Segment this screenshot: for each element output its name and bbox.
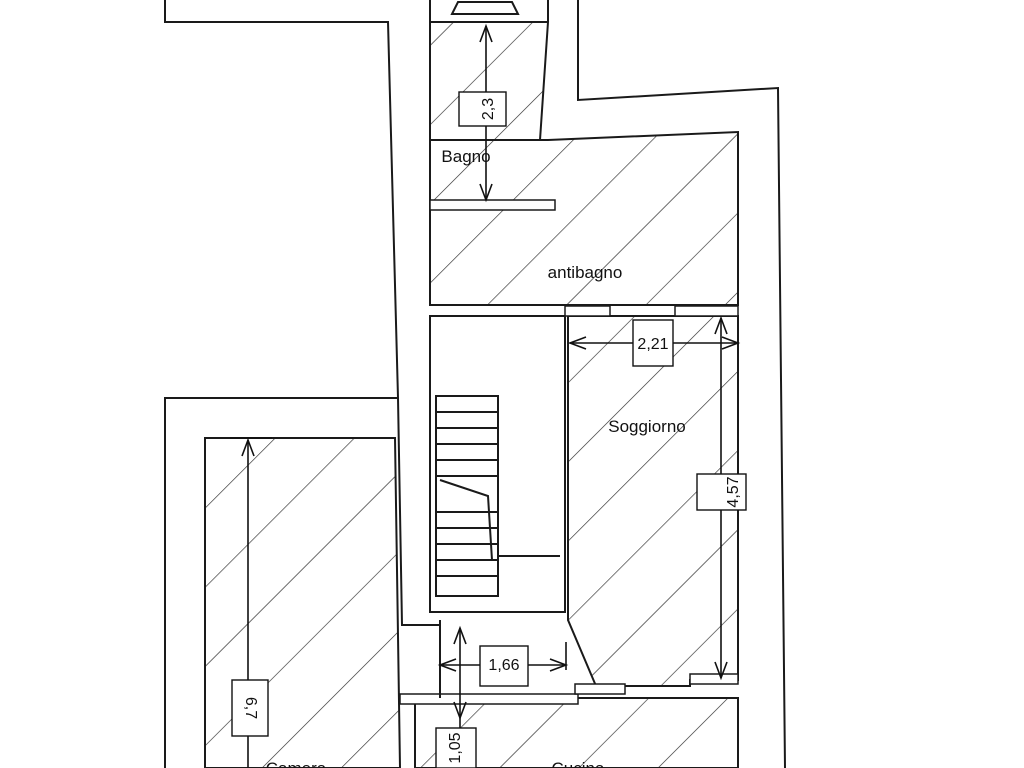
dimension-corridor: 1,66 xyxy=(437,642,569,687)
antibagno-room xyxy=(429,130,739,306)
stair-steps xyxy=(436,411,498,577)
stair-block xyxy=(429,315,566,613)
label-soggiorno: Soggiorno xyxy=(608,417,686,436)
dimension-camera: 6,7 xyxy=(230,437,272,768)
corridor-walls xyxy=(397,397,441,698)
dim-label-camera: 6,7 xyxy=(242,697,259,719)
dim-label-soggiorno-width: 2,21 xyxy=(637,336,668,353)
label-antibagno: antibagno xyxy=(548,263,623,282)
dim-label-soggiorno-height: 4,57 xyxy=(725,476,742,507)
dim-label-bagno: 2,3 xyxy=(480,98,497,120)
dim-label-corridor: 1,66 xyxy=(488,657,519,674)
label-camera: Camera xyxy=(266,759,327,768)
label-cucina: Cucina xyxy=(552,759,605,768)
outer-walls xyxy=(164,0,786,768)
cucina-room xyxy=(399,673,739,768)
dimension-bagno: 2,3 xyxy=(458,23,507,203)
soggiorno-room xyxy=(564,305,739,687)
label-bagno: Bagno xyxy=(441,147,490,166)
dim-label-door: 1,05 xyxy=(447,732,464,763)
dimension-soggiorno-height: 4,57 xyxy=(696,315,747,681)
dimension-door: 1,05 xyxy=(435,625,477,768)
dimension-soggiorno-width: 2,21 xyxy=(567,319,741,367)
